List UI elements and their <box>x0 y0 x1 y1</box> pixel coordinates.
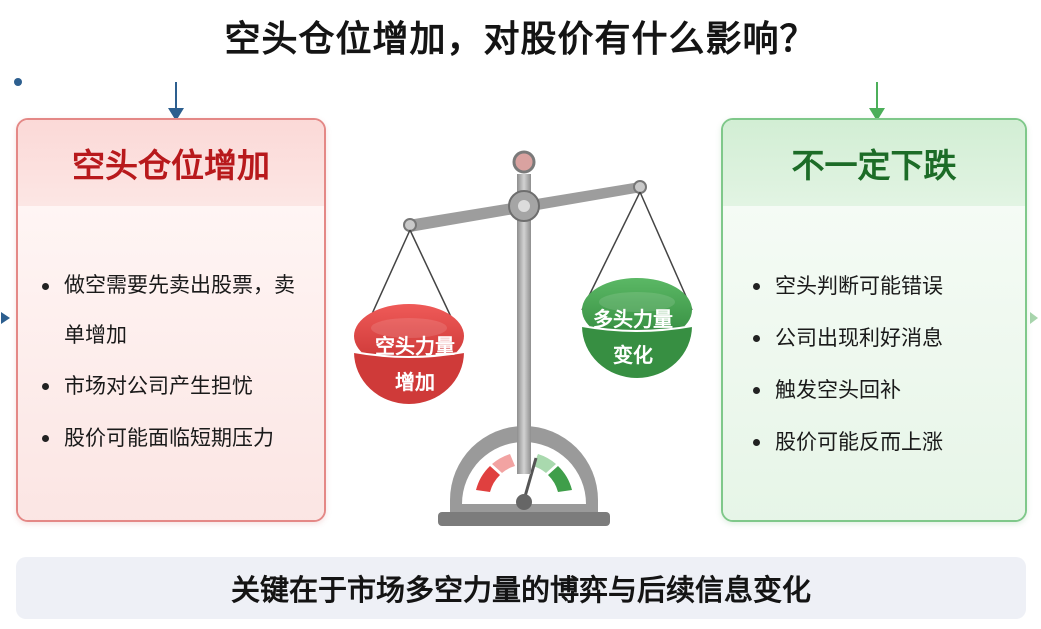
bull-reason-list: 空头判断可能错误 公司出现利好消息 触发空头回补 股价可能反而上涨 <box>723 206 1025 468</box>
conclusion-banner: 关键在于市场多空力量的博弈与后续信息变化 <box>16 557 1026 619</box>
list-item: 股价可能反而上涨 <box>753 416 1025 468</box>
bear-pan-label-line2: 增加 <box>395 370 435 394</box>
arrow-right-right-edge-icon <box>1030 312 1038 324</box>
arrow-down-left-icon <box>168 108 184 121</box>
list-item: 做空需要先卖出股票，卖单增加 <box>42 260 314 360</box>
arrow-right-left-edge-icon <box>1 312 10 324</box>
list-item: 股价可能面临短期压力 <box>42 412 324 464</box>
bull-pan-label-line1: 多头力量 <box>593 307 673 331</box>
bull-pan-label-line2: 变化 <box>613 343 653 367</box>
bear-pan-label-line1: 空头力量 <box>375 334 455 358</box>
bear-panel: 空头仓位增加 做空需要先卖出股票，卖单增加 市场对公司产生担忧 股价可能面临短期… <box>16 118 326 522</box>
list-item: 触发空头回补 <box>753 364 1025 416</box>
arrow-down-right-icon <box>869 108 885 121</box>
list-item: 公司出现利好消息 <box>753 312 1025 364</box>
list-item: 市场对公司产生担忧 <box>42 360 324 412</box>
bull-panel-heading: 不一定下跌 <box>723 120 1025 206</box>
bear-reason-list: 做空需要先卖出股票，卖单增加 市场对公司产生担忧 股价可能面临短期压力 <box>18 206 324 464</box>
page-title: 空头仓位增加，对股价有什么影响？ <box>224 19 817 60</box>
bull-panel-body: 空头判断可能错误 公司出现利好消息 触发空头回补 股价可能反而上涨 <box>723 206 1025 520</box>
bear-panel-body: 做空需要先卖出股票，卖单增加 市场对公司产生担忧 股价可能面临短期压力 <box>18 206 324 520</box>
list-item: 空头判断可能错误 <box>753 260 1025 312</box>
balance-scale-icon <box>353 150 693 526</box>
balance-scale: 空头力量 增加 多头力量 变化 <box>340 140 710 535</box>
bear-panel-heading: 空头仓位增加 <box>18 120 324 206</box>
bull-panel: 不一定下跌 空头判断可能错误 公司出现利好消息 触发空头回补 股价可能反而上涨 <box>721 118 1027 522</box>
